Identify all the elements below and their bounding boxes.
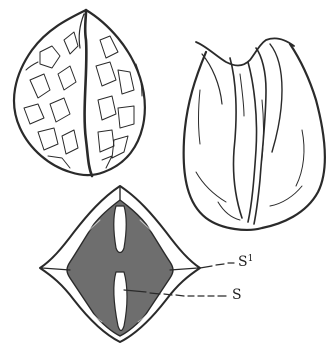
s1-leader-line (200, 263, 234, 268)
whole-walnut (14, 10, 145, 176)
label-s: S (232, 288, 242, 302)
walnut-cross-section (40, 186, 234, 342)
label-s1: S1 (238, 255, 253, 269)
opened-walnut (184, 38, 325, 229)
